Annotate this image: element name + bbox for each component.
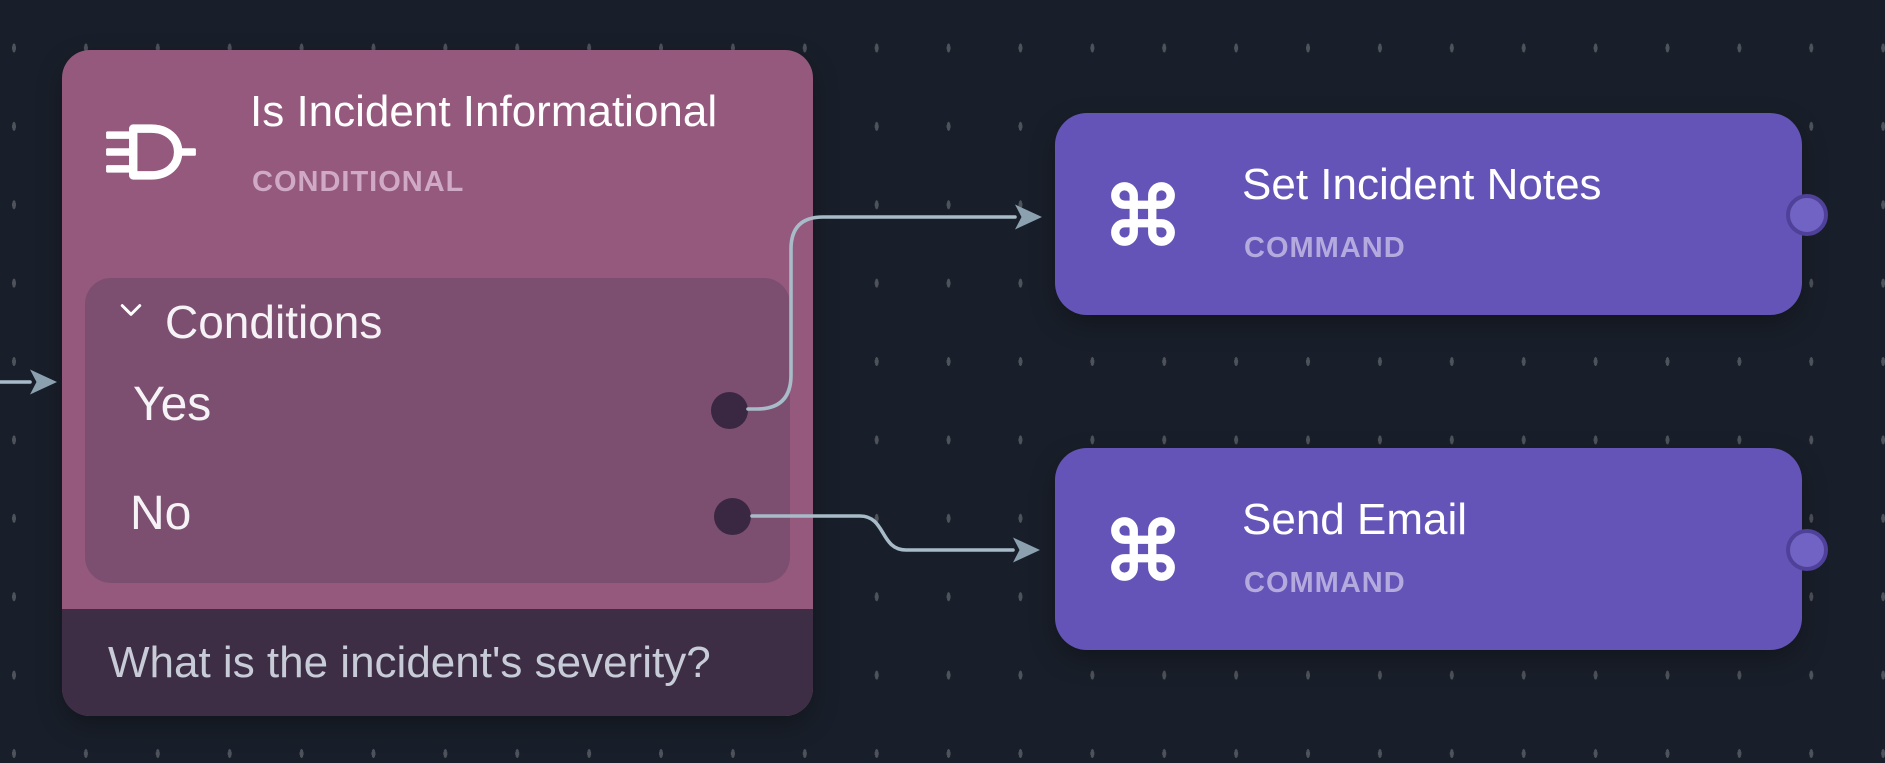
- node-description: What is the incident's severity?: [62, 609, 813, 716]
- edge-yes-line[interactable]: [746, 215, 1017, 411]
- node-type-label: CONDITIONAL: [252, 166, 465, 198]
- node-title: Is Incident Informational: [250, 87, 718, 136]
- node-conditional[interactable]: Is Incident Informational CONDITIONAL Co…: [62, 50, 813, 716]
- output-handle[interactable]: [1786, 194, 1828, 236]
- command-icon: [1105, 177, 1181, 251]
- conditions-section-header[interactable]: Conditions: [85, 292, 790, 352]
- arrowhead-yes: [1015, 204, 1042, 230]
- command-icon: [1105, 512, 1181, 586]
- chevron-down-icon[interactable]: [116, 295, 146, 325]
- edge-yes-to-set-incident-notes: [746, 204, 1042, 411]
- node-send-email[interactable]: Send Email COMMAND: [1055, 448, 1828, 650]
- output-row-no-label: No: [130, 487, 192, 540]
- edge-canvas-input: [0, 369, 57, 395]
- output-row-yes-label: Yes: [133, 378, 212, 431]
- arrowhead-input: [30, 369, 57, 395]
- conditions-section-label: Conditions: [165, 296, 383, 348]
- node-type-label: COMMAND: [1244, 567, 1406, 599]
- conditions-section: Conditions Yes No: [85, 278, 790, 583]
- output-handle[interactable]: [1786, 529, 1828, 571]
- node-description-text: What is the incident's severity?: [108, 638, 711, 687]
- output-handle-no[interactable]: [714, 498, 751, 535]
- node-title: Set Incident Notes: [1242, 160, 1602, 209]
- arrowhead-no: [1013, 537, 1040, 563]
- node-set-incident-notes[interactable]: Set Incident Notes COMMAND: [1055, 113, 1828, 315]
- node-type-label: COMMAND: [1244, 232, 1406, 264]
- logic-gate-icon: [105, 123, 197, 181]
- node-title: Send Email: [1242, 495, 1468, 544]
- output-handle-yes[interactable]: [711, 392, 748, 429]
- edge-no-line[interactable]: [750, 514, 1015, 552]
